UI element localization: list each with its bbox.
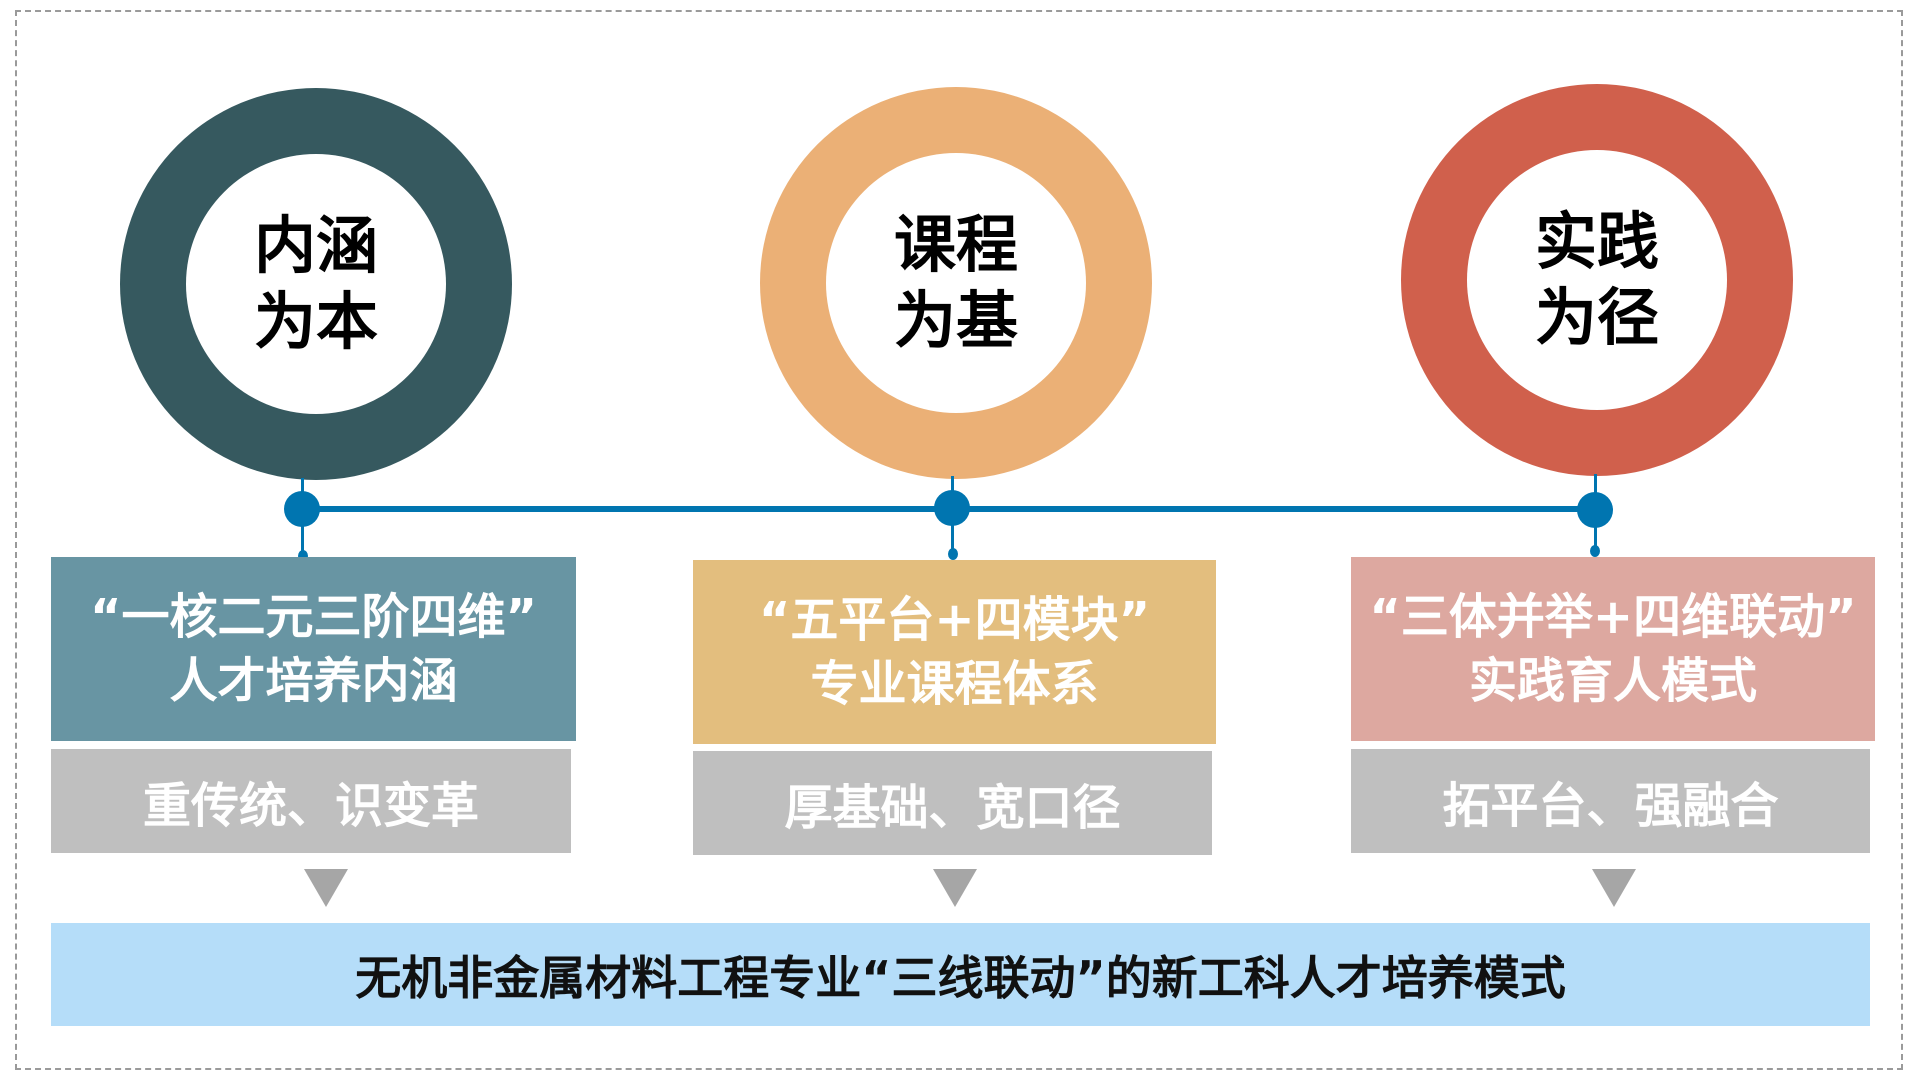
principle-box-1: 重传统、识变革 [51, 749, 571, 853]
box-subtitle: 专业课程体系 [810, 656, 1099, 712]
circle-text-1: 内涵 [253, 209, 378, 282]
box-subtitle: 实践育人模式 [1468, 653, 1757, 709]
summary-banner: 无机非金属材料工程专业“三线联动”的新工科人才培养模式 [51, 923, 1870, 1026]
timeline-node [1577, 492, 1613, 528]
principle-box-3: 拓平台、强融合 [1351, 749, 1870, 853]
description-box-1: “一核二元三阶四维” 人才培养内涵 [51, 557, 576, 741]
description-box-3: “三体并举+四维联动” 实践育人模式 [1351, 557, 1875, 741]
arrow-down-icon [1592, 869, 1636, 907]
timeline-node [284, 491, 320, 527]
box-subtitle: 人才培养内涵 [169, 653, 458, 709]
circle-text-1: 实践 [1534, 205, 1659, 278]
connector-end [1590, 545, 1600, 557]
box-title: “三体并举+四维联动” [1369, 589, 1857, 645]
circle-connotation: 内涵为本 [120, 88, 512, 480]
circle-text-2: 为基 [893, 284, 1018, 357]
timeline-node [934, 490, 970, 526]
circle-text-2: 为径 [1534, 281, 1659, 354]
box-title: “一核二元三阶四维” [89, 589, 538, 645]
circle-text-1: 课程 [893, 208, 1018, 281]
connector-end [298, 550, 308, 562]
dashed-frame [15, 10, 1903, 1070]
circle-text-2: 为本 [253, 285, 378, 358]
circle-practice: 实践为径 [1401, 84, 1793, 476]
connector-end [948, 548, 958, 560]
box-title: “五平台+四模块” [758, 592, 1151, 648]
arrow-down-icon [304, 869, 348, 907]
circle-curriculum: 课程为基 [760, 87, 1152, 479]
principle-box-2: 厚基础、宽口径 [693, 751, 1212, 855]
description-box-2: “五平台+四模块” 专业课程体系 [693, 560, 1216, 744]
arrow-down-icon [933, 869, 977, 907]
